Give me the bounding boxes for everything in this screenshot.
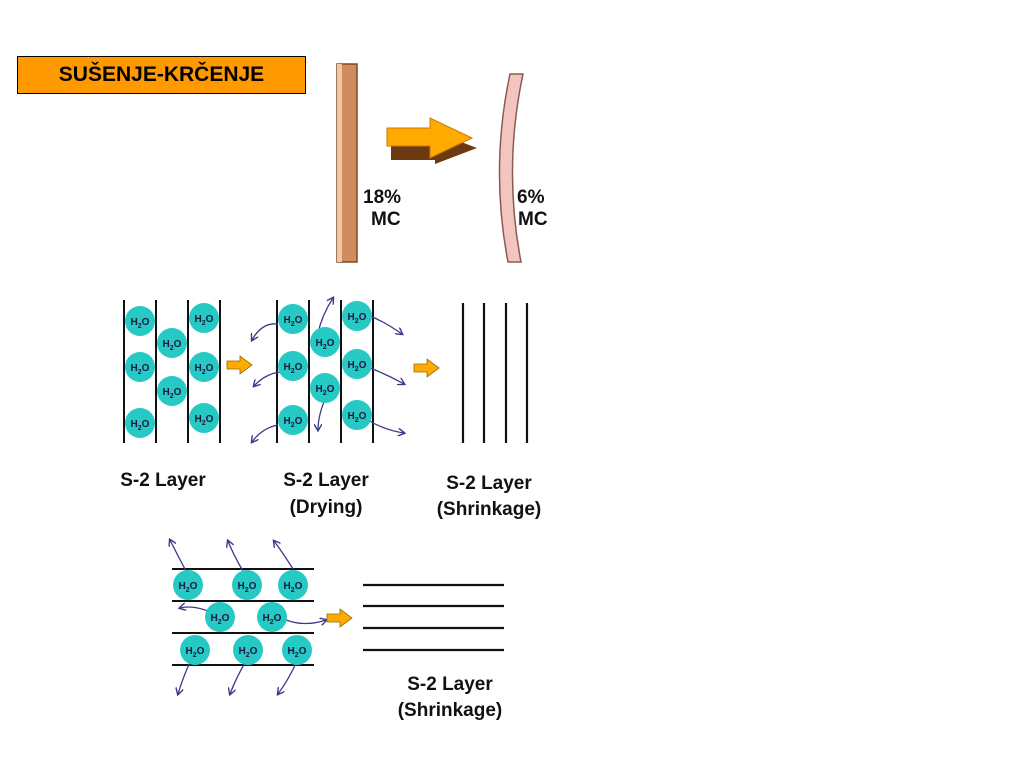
small-arrow-icon-1	[226, 355, 253, 375]
panel-s2-horizontal-shrinkage	[363, 583, 504, 652]
water-molecule-icon: H2O	[125, 306, 155, 336]
big-transition-arrow-icon	[386, 117, 477, 164]
water-molecule-icon: H2O	[180, 635, 210, 665]
water-molecule-icon: H2O	[125, 352, 155, 382]
panel-label-s2-drying-1: S-2 Layer	[283, 470, 369, 491]
panel-label-s2-shrinkage-1: S-2 Layer	[446, 473, 532, 494]
water-molecule-label: H2O	[163, 339, 182, 352]
water-molecule-icon: H2O	[278, 351, 308, 381]
water-molecule-label: H2O	[284, 581, 303, 594]
panel-label-s2-drying-2: (Drying)	[290, 497, 363, 518]
water-molecule-label: H2O	[195, 363, 214, 376]
water-molecule-icon: H2O	[310, 373, 340, 403]
small-arrow-icon-3	[326, 608, 353, 628]
water-molecule-label: H2O	[348, 360, 367, 373]
water-molecule-label: H2O	[284, 416, 303, 429]
water-molecules: H2O H2O H2O H2O H2O H2O H2O H2O H2O H2O H2O H2O H2O H…	[125, 301, 372, 665]
small-arrow-icon-2	[413, 358, 440, 378]
water-molecule-icon: H2O	[342, 349, 372, 379]
water-molecule-icon: H2O	[342, 400, 372, 430]
water-molecule-icon: H2O	[278, 405, 308, 435]
water-molecule-icon: H2O	[257, 602, 287, 632]
water-molecule-icon: H2O	[310, 327, 340, 357]
water-molecule-label: H2O	[195, 414, 214, 427]
water-molecule-label: H2O	[211, 613, 230, 626]
wood-strip-wet	[336, 63, 358, 263]
slide-title: SUŠENJE-KRČENJE	[17, 56, 306, 94]
water-molecule-label: H2O	[288, 646, 307, 659]
panel-s2-drying	[252, 298, 404, 443]
panel-label-bottom-shrinkage-2: (Shrinkage)	[398, 700, 503, 721]
water-molecule-label: H2O	[131, 363, 150, 376]
water-molecule-icon: H2O	[173, 570, 203, 600]
water-molecule-label: H2O	[131, 419, 150, 432]
water-molecule-icon: H2O	[157, 376, 187, 406]
water-molecule-icon: H2O	[278, 570, 308, 600]
water-molecule-label: H2O	[284, 362, 303, 375]
panel-label-s2-layer: S-2 Layer	[120, 470, 206, 491]
water-molecule-icon: H2O	[189, 352, 219, 382]
moisture-label-dry-1: 6%	[517, 187, 545, 208]
water-molecule-label: H2O	[179, 581, 198, 594]
moisture-label-dry-2: MC	[518, 209, 548, 230]
water-molecule-label: H2O	[316, 338, 335, 351]
water-molecule-label: H2O	[195, 314, 214, 327]
water-molecule-label: H2O	[348, 312, 367, 325]
water-molecule-label: H2O	[131, 317, 150, 330]
water-molecule-icon: H2O	[125, 408, 155, 438]
water-molecule-icon: H2O	[342, 301, 372, 331]
water-molecule-icon: H2O	[278, 304, 308, 334]
panel-label-s2-shrinkage-2: (Shrinkage)	[437, 499, 542, 520]
water-molecule-label: H2O	[263, 613, 282, 626]
panel-label-bottom-shrinkage-1: S-2 Layer	[407, 674, 493, 695]
water-molecule-icon: H2O	[282, 635, 312, 665]
panel-s2-horizontal-drying	[170, 540, 326, 694]
water-molecule-label: H2O	[348, 411, 367, 424]
water-molecule-icon: H2O	[189, 403, 219, 433]
water-molecule-icon: H2O	[205, 602, 235, 632]
panel-s2-shrinkage	[461, 303, 529, 443]
water-molecule-label: H2O	[163, 387, 182, 400]
water-molecule-icon: H2O	[157, 328, 187, 358]
moisture-label-wet-2: MC	[371, 209, 401, 230]
water-molecule-icon: H2O	[232, 570, 262, 600]
moisture-label-wet-1: 18%	[363, 187, 401, 208]
water-molecule-label: H2O	[239, 646, 258, 659]
wood-strip-dry	[498, 73, 524, 263]
panel-s2-layer	[123, 300, 221, 443]
water-molecule-icon: H2O	[189, 303, 219, 333]
water-molecule-label: H2O	[284, 315, 303, 328]
water-molecule-label: H2O	[316, 384, 335, 397]
water-molecule-label: H2O	[186, 646, 205, 659]
water-molecule-icon: H2O	[233, 635, 263, 665]
water-molecule-label: H2O	[238, 581, 257, 594]
